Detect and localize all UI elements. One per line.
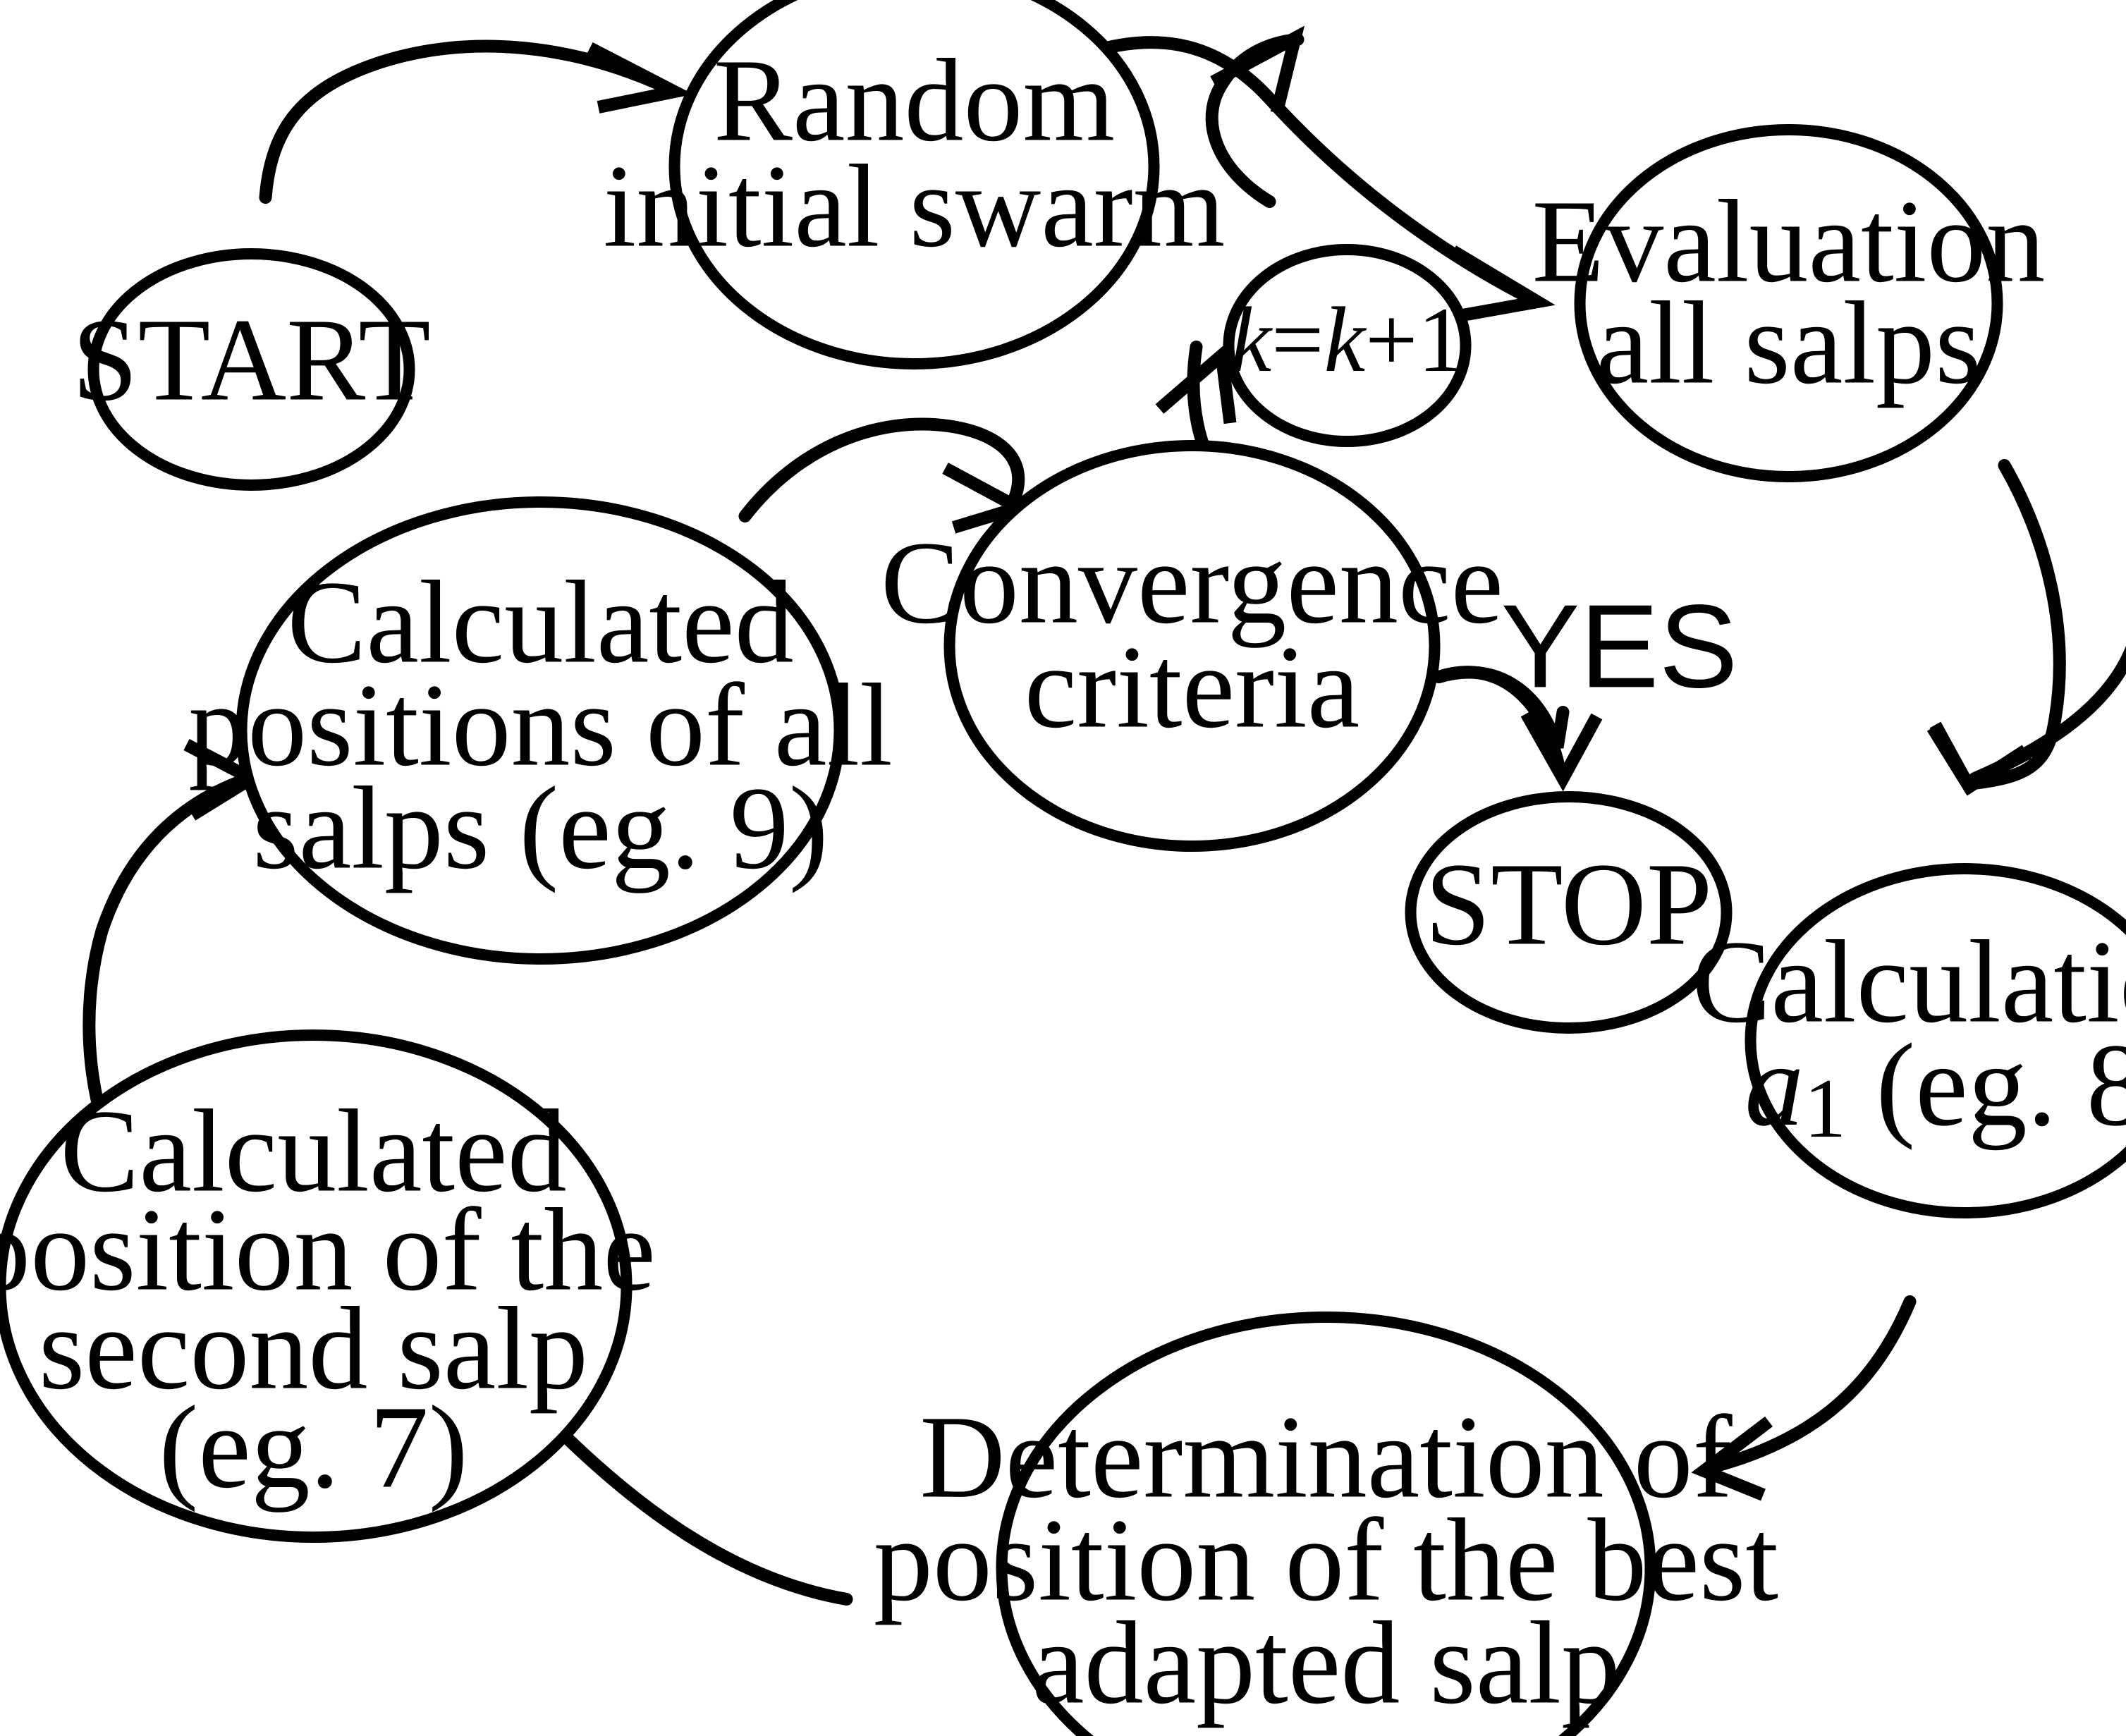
- determination-best-salp-line1: Determination of: [920, 1392, 1732, 1523]
- edge-k-increment-to-evaluation: [1205, 25, 1305, 208]
- calculated-position-second-salp-line3: second salp: [39, 1283, 588, 1414]
- determination-best-salp-node[interactable]: Determination of position of the best ad…: [874, 1312, 1778, 1736]
- calculation-a1-line2: a1 (eg. 8): [1745, 1020, 2126, 1155]
- random-initial-swarm-line1: Random: [714, 35, 1115, 166]
- calculation-a1-node[interactable]: Calculation a1 (eg. 8): [1692, 863, 2126, 1218]
- edge-label-yes: YES: [1501, 580, 1737, 712]
- k-increment-label: k=k+1: [1230, 288, 1464, 391]
- edge-evaluation-to-calculation-a1-visible: [1926, 459, 2066, 796]
- k-increment-plus: +1: [1365, 288, 1464, 391]
- calculation-a1-line1: Calculation: [1692, 917, 2126, 1048]
- calculated-position-second-salp-line1: Calculated: [60, 1086, 566, 1217]
- stop-node[interactable]: STOP: [1405, 791, 1733, 1034]
- edge-random-to-evaluation: [1094, 36, 1556, 322]
- convergence-criteria-node[interactable]: Convergence criteria: [881, 440, 1503, 852]
- calculated-position-second-salp-line2: position of the: [0, 1185, 656, 1316]
- edge-evaluation-to-calculation-a1: [1929, 645, 2126, 793]
- k-increment-var1: k: [1230, 288, 1273, 391]
- start-node[interactable]: START: [72, 248, 431, 491]
- k-increment-node[interactable]: k=k+1: [1223, 244, 1472, 447]
- calculation-a1-eq-ref: (eg. 8): [1846, 1020, 2126, 1151]
- edge-calculation-a1-to-determination: [1691, 1295, 1917, 1501]
- evaluation-all-salps-node[interactable]: Evaluation all salps: [1532, 124, 2046, 482]
- evaluation-all-salps-line2: all salps: [1596, 278, 1981, 409]
- random-initial-swarm-line2: initial swarm: [604, 141, 1226, 272]
- k-increment-equals: =: [1271, 288, 1324, 391]
- calculated-positions-all-salps-node[interactable]: Calculated positions of all salps (eg. 9…: [188, 496, 893, 965]
- edge-convergence-to-stop: [1432, 666, 1603, 792]
- determination-best-salp-line2: position of the best: [874, 1495, 1778, 1626]
- edge-start-to-random: [259, 39, 694, 204]
- start-node-label: START: [72, 295, 431, 426]
- random-initial-swarm-node[interactable]: Random initial swarm: [604, 0, 1226, 369]
- evaluation-all-salps-line1: Evaluation: [1532, 176, 2046, 307]
- calculation-a1-subscript: 1: [1804, 1061, 1846, 1155]
- calculation-a1-var: a: [1745, 1020, 1804, 1151]
- k-increment-var2: k: [1324, 288, 1367, 391]
- calculated-position-second-salp-node[interactable]: Calculated position of the second salp (…: [0, 1029, 656, 1543]
- calculated-positions-all-salps-line3: salps (eg. 9): [252, 763, 828, 894]
- convergence-criteria-line1: Convergence: [881, 518, 1503, 649]
- calculated-position-second-salp-line4: (eg. 7): [159, 1382, 468, 1513]
- calculated-positions-all-salps-line2: positions of all: [188, 660, 893, 791]
- edge-all-salps-to-convergence: [738, 417, 1035, 534]
- stop-node-label: STOP: [1425, 839, 1713, 970]
- determination-best-salp-line3: adapted salp: [1032, 1598, 1620, 1729]
- convergence-criteria-line2: criteria: [1025, 622, 1360, 753]
- calculated-positions-all-salps-line1: Calculated: [287, 557, 793, 688]
